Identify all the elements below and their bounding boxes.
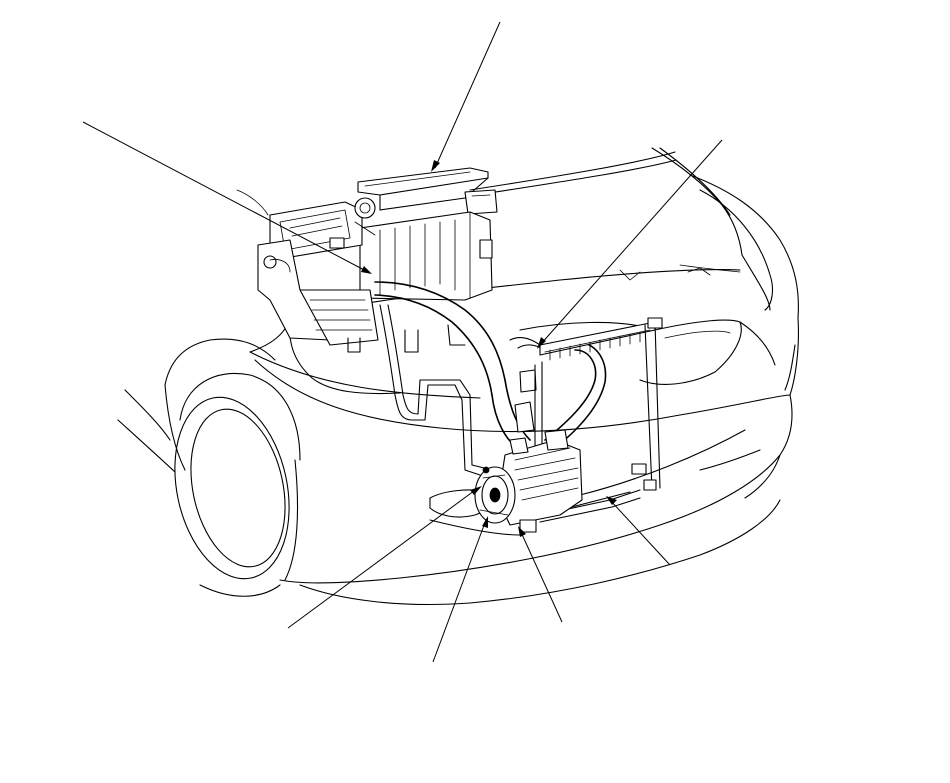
callout-leader-compressor-clutch [287, 486, 482, 629]
car-body [117, 147, 799, 606]
compressor [474, 429, 583, 533]
callout-leader-compressor [432, 516, 488, 663]
callout-leader-receiver-drier [518, 526, 563, 623]
hvac-unit [257, 167, 498, 353]
callout-leader-dash-vent-duct [431, 21, 501, 172]
callout-leader-evaporator-line [82, 121, 372, 274]
callout-leader-condenser [606, 496, 671, 566]
callout-leader-evaporator-line-2 [236, 189, 269, 216]
callout-leader-pressure-switch [537, 139, 723, 349]
